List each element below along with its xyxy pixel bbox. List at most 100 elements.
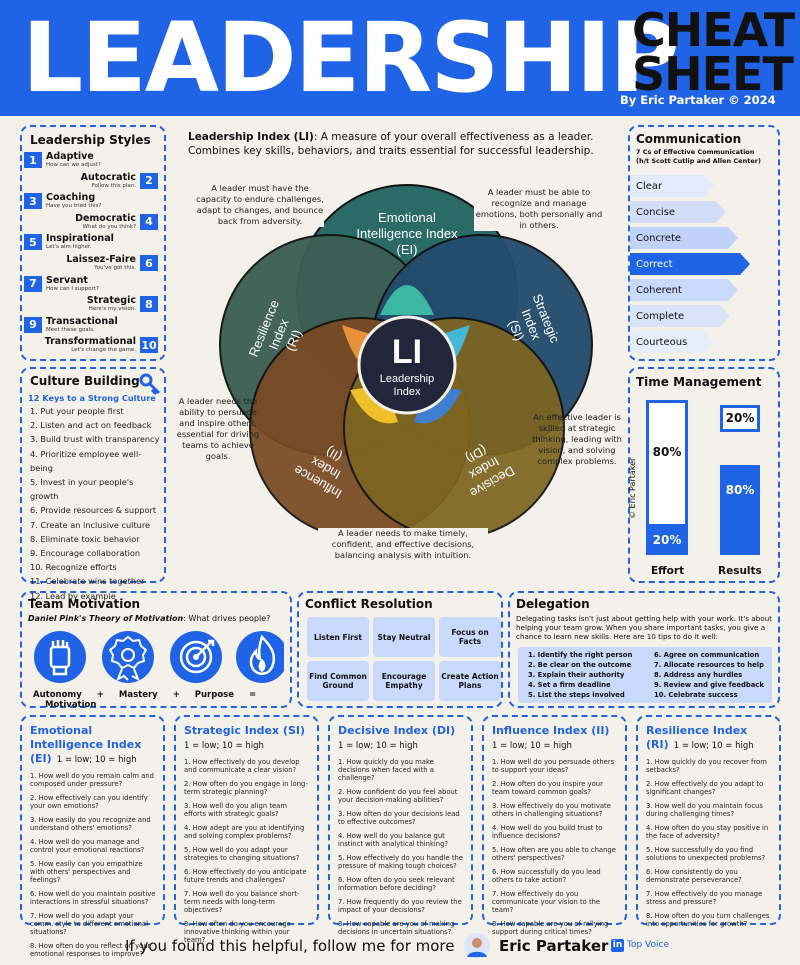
question-title: Strategic Index (SI) [184, 724, 305, 737]
delegation-tip: 3. Explain their authority [528, 671, 625, 679]
question-item: 7. How effectively do you communicate yo… [492, 890, 601, 914]
conflict-tip: Focus on Facts [439, 617, 501, 657]
question-item: 5. How often are you able to change othe… [492, 846, 616, 862]
credit-vertical: © Eric Partaker [628, 457, 637, 519]
motivation-flame-icon [236, 631, 284, 683]
linkedin-icon[interactable]: in [611, 939, 624, 952]
delegation-tip: 8. Address any hurdles [654, 671, 743, 679]
delegation-tip: 6. Agree on communication [654, 651, 760, 659]
communication-item: Courteous [630, 331, 714, 353]
question-item: 3. How easily do you recognize and under… [30, 816, 151, 832]
delegation-tip: 4. Set a firm deadline [528, 681, 611, 689]
style-number: 9 [24, 316, 42, 333]
leadership-index-intro: Leadership Index (LI): A measure of your… [188, 130, 620, 158]
conflict-tip: Encourage Empathy [373, 661, 435, 701]
conflict-tip: Listen First [307, 617, 369, 657]
question-header: Emotional Intelligence Index (EI) 1 = lo… [30, 723, 157, 766]
culture-item: 6. Provide resources & support [30, 505, 157, 516]
style-number: 1 [24, 152, 42, 168]
team-motivation-title: Team Motivation [28, 597, 141, 611]
avatar [464, 933, 490, 959]
effort-bar-fill [646, 524, 688, 555]
plus-2: + [172, 690, 180, 700]
style-number: 7 [24, 275, 42, 292]
style-number: 3 [24, 193, 42, 210]
plus-1: + [96, 690, 104, 700]
question-title: Decisive Index (DI) [338, 724, 456, 737]
question-column: Resilience Index (RI) 1 = low; 10 = high… [636, 715, 781, 928]
question-header: Strategic Index (SI) 1 = low; 10 = high [184, 723, 311, 752]
culture-building-title: Culture Building [30, 374, 140, 388]
venn-circles [219, 184, 593, 539]
annotation-strategic: An effective leader is skilled at strate… [532, 412, 622, 466]
question-scale: 1 = low; 10 = high [492, 741, 572, 751]
annotation-decisive: A leader needs to make timely, confident… [318, 528, 488, 561]
style-number: 2 [140, 172, 158, 189]
delegation-tip: 9. Review and give feedback [654, 681, 764, 689]
question-item: 3. How well do you align team efforts wi… [184, 802, 287, 818]
communication-panel: Communication 7 Cs of Effective Communic… [628, 125, 780, 361]
question-item: 6. How consistently do you demonstrate p… [646, 868, 742, 884]
question-item: 8. How often do you turn challenges into… [646, 912, 770, 928]
style-number: 4 [140, 213, 158, 230]
delegation-title: Delegation [516, 597, 590, 611]
culture-item: 3. Build trust with transparency [30, 434, 160, 445]
delegation-tip: 10. Celebrate success [654, 691, 738, 699]
results-bottom-value: 80% [725, 483, 755, 497]
delegation-tip: 2. Be clear on the outcome [528, 661, 632, 669]
conflict-resolution-title: Conflict Resolution [305, 597, 433, 611]
culture-item: 1. Put your people first [30, 406, 124, 416]
footer-text: If you found this helpful, follow me for… [125, 937, 455, 955]
communication-item: Concise [630, 201, 726, 223]
footer-name[interactable]: Eric Partaker [499, 937, 609, 955]
question-item: 6. How often do you seek relevant inform… [338, 876, 455, 892]
team-motivation-subtitle: Daniel Pink's Theory of Motivation: What… [28, 614, 270, 623]
header-banner: LEADERSHIP CHEAT SHEET By Eric Partaker … [0, 0, 800, 116]
overlap-ei-top [380, 285, 434, 315]
culture-subtitle: 12 Keys to a Strong Culture [28, 393, 156, 403]
style-number: 6 [140, 255, 158, 271]
motivation-icons [34, 631, 284, 683]
effort-label: Effort [651, 565, 685, 577]
culture-item: 5. Invest in your people's growth [30, 477, 134, 502]
question-item: 3. How often do your decisions lead to e… [338, 810, 460, 826]
byline: By Eric Partaker © 2024 [620, 93, 776, 107]
annotation-emotional: A leader must be able to recognize and m… [474, 187, 604, 231]
question-item: 6. How effectively do you anticipate fut… [184, 868, 307, 884]
ei-label-2: Intelligence Index [356, 226, 458, 241]
page-title: LEADERSHIP [22, 2, 680, 114]
style-title: Laissez-Faire [66, 254, 136, 265]
mastery-label: Mastery [118, 690, 158, 700]
results-bar: 20% 80% [720, 405, 760, 555]
style-subtitle: What do you think? [82, 223, 136, 230]
question-item: 8. How often do you reflect on your emot… [30, 942, 151, 958]
question-scale: 1 = low; 10 = high [673, 741, 754, 751]
question-title: Emotional Intelligence Index (EI) [30, 724, 142, 765]
equals: = [248, 690, 257, 700]
question-header: Resilience Index (RI) 1 = low; 10 = high [646, 723, 773, 752]
autonomy-label: Autonomy [33, 690, 82, 700]
style-title: Transformational [44, 336, 136, 348]
style-subtitle: Meet these goals. [46, 326, 95, 333]
question-item: 8. How capable are you of rallying suppo… [492, 920, 609, 936]
li-small-text-1: Leadership [380, 373, 434, 385]
purpose-label: Purpose [194, 690, 235, 700]
question-item: 8. How capable are you of making decisio… [338, 920, 455, 936]
delegation-tip: 5. List the steps involved [528, 691, 625, 699]
style-title: Autocratic [80, 171, 136, 183]
style-number: 5 [24, 234, 42, 251]
ei-label-3: (EI) [397, 242, 418, 257]
question-column: Emotional Intelligence Index (EI) 1 = lo… [20, 715, 165, 958]
question-item: 3. How effectively do you motivate other… [492, 802, 611, 818]
team-motivation-panel: Team Motivation Daniel Pink's Theory of … [20, 591, 292, 710]
leadership-styles-title: Leadership Styles [30, 133, 151, 147]
question-item: 4. How often do you stay positive in the… [646, 824, 769, 840]
style-subtitle: How can I support? [46, 285, 99, 292]
communication-title: Communication [636, 132, 742, 146]
